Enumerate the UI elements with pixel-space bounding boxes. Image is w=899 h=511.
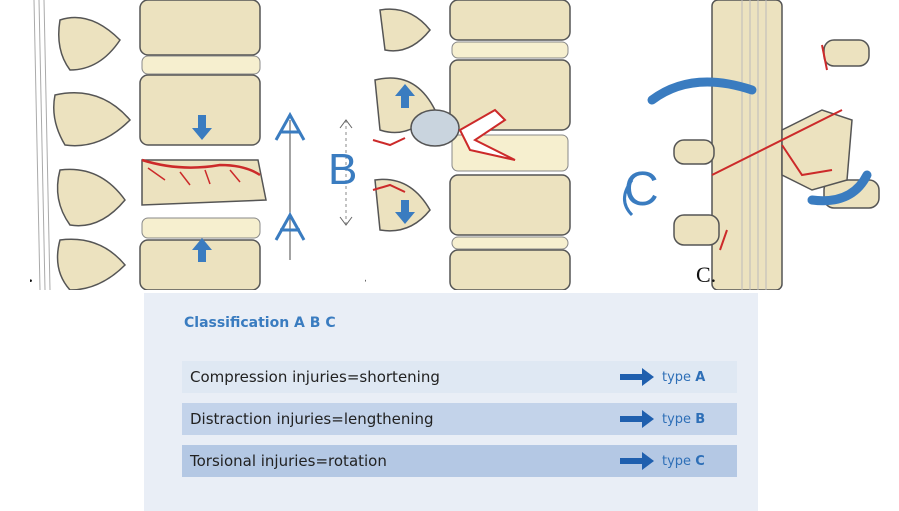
classification-row-b: Distraction injuries=lengthening type B: [182, 403, 737, 435]
panel-b-distraction: B.: [365, 0, 575, 290]
spine-illustration-b: [365, 0, 575, 290]
row-type: type A: [662, 370, 705, 385]
type-word: type: [662, 454, 691, 469]
row-description: Compression injuries=shortening: [190, 368, 440, 386]
row-type: type B: [662, 412, 705, 427]
right-arrow-icon: [620, 452, 654, 470]
type-letter: B: [695, 412, 705, 427]
spine-illustration-c: [612, 0, 899, 290]
classification-title: Classification A B C: [184, 315, 336, 331]
panel-a-label: A.: [30, 262, 33, 288]
symbol-c: C: [624, 162, 659, 217]
panel-b-label: B.: [365, 262, 367, 288]
row-description: Torsional injuries=rotation: [190, 452, 387, 470]
classification-row-c: Torsional injuries=rotation type C: [182, 445, 737, 477]
panel-c-label: C.: [696, 262, 716, 288]
type-letter: C: [695, 454, 705, 469]
symbol-b: B: [328, 145, 357, 195]
type-word: type: [662, 412, 691, 427]
right-arrow-icon: [620, 368, 654, 386]
right-arrow-icon: [620, 410, 654, 428]
classification-symbols: B: [268, 100, 368, 270]
classification-box: Classification A B C Compression injurie…: [144, 293, 758, 511]
spine-illustration-a: [30, 0, 270, 290]
type-word: type: [662, 370, 691, 385]
panel-a-compression: A.: [30, 0, 270, 290]
row-description: Distraction injuries=lengthening: [190, 410, 434, 428]
type-letter: A: [695, 370, 705, 385]
panel-c-rotation: C. C: [612, 0, 899, 290]
row-type: type C: [662, 454, 705, 469]
classification-row-a: Compression injuries=shortening type A: [182, 361, 737, 393]
